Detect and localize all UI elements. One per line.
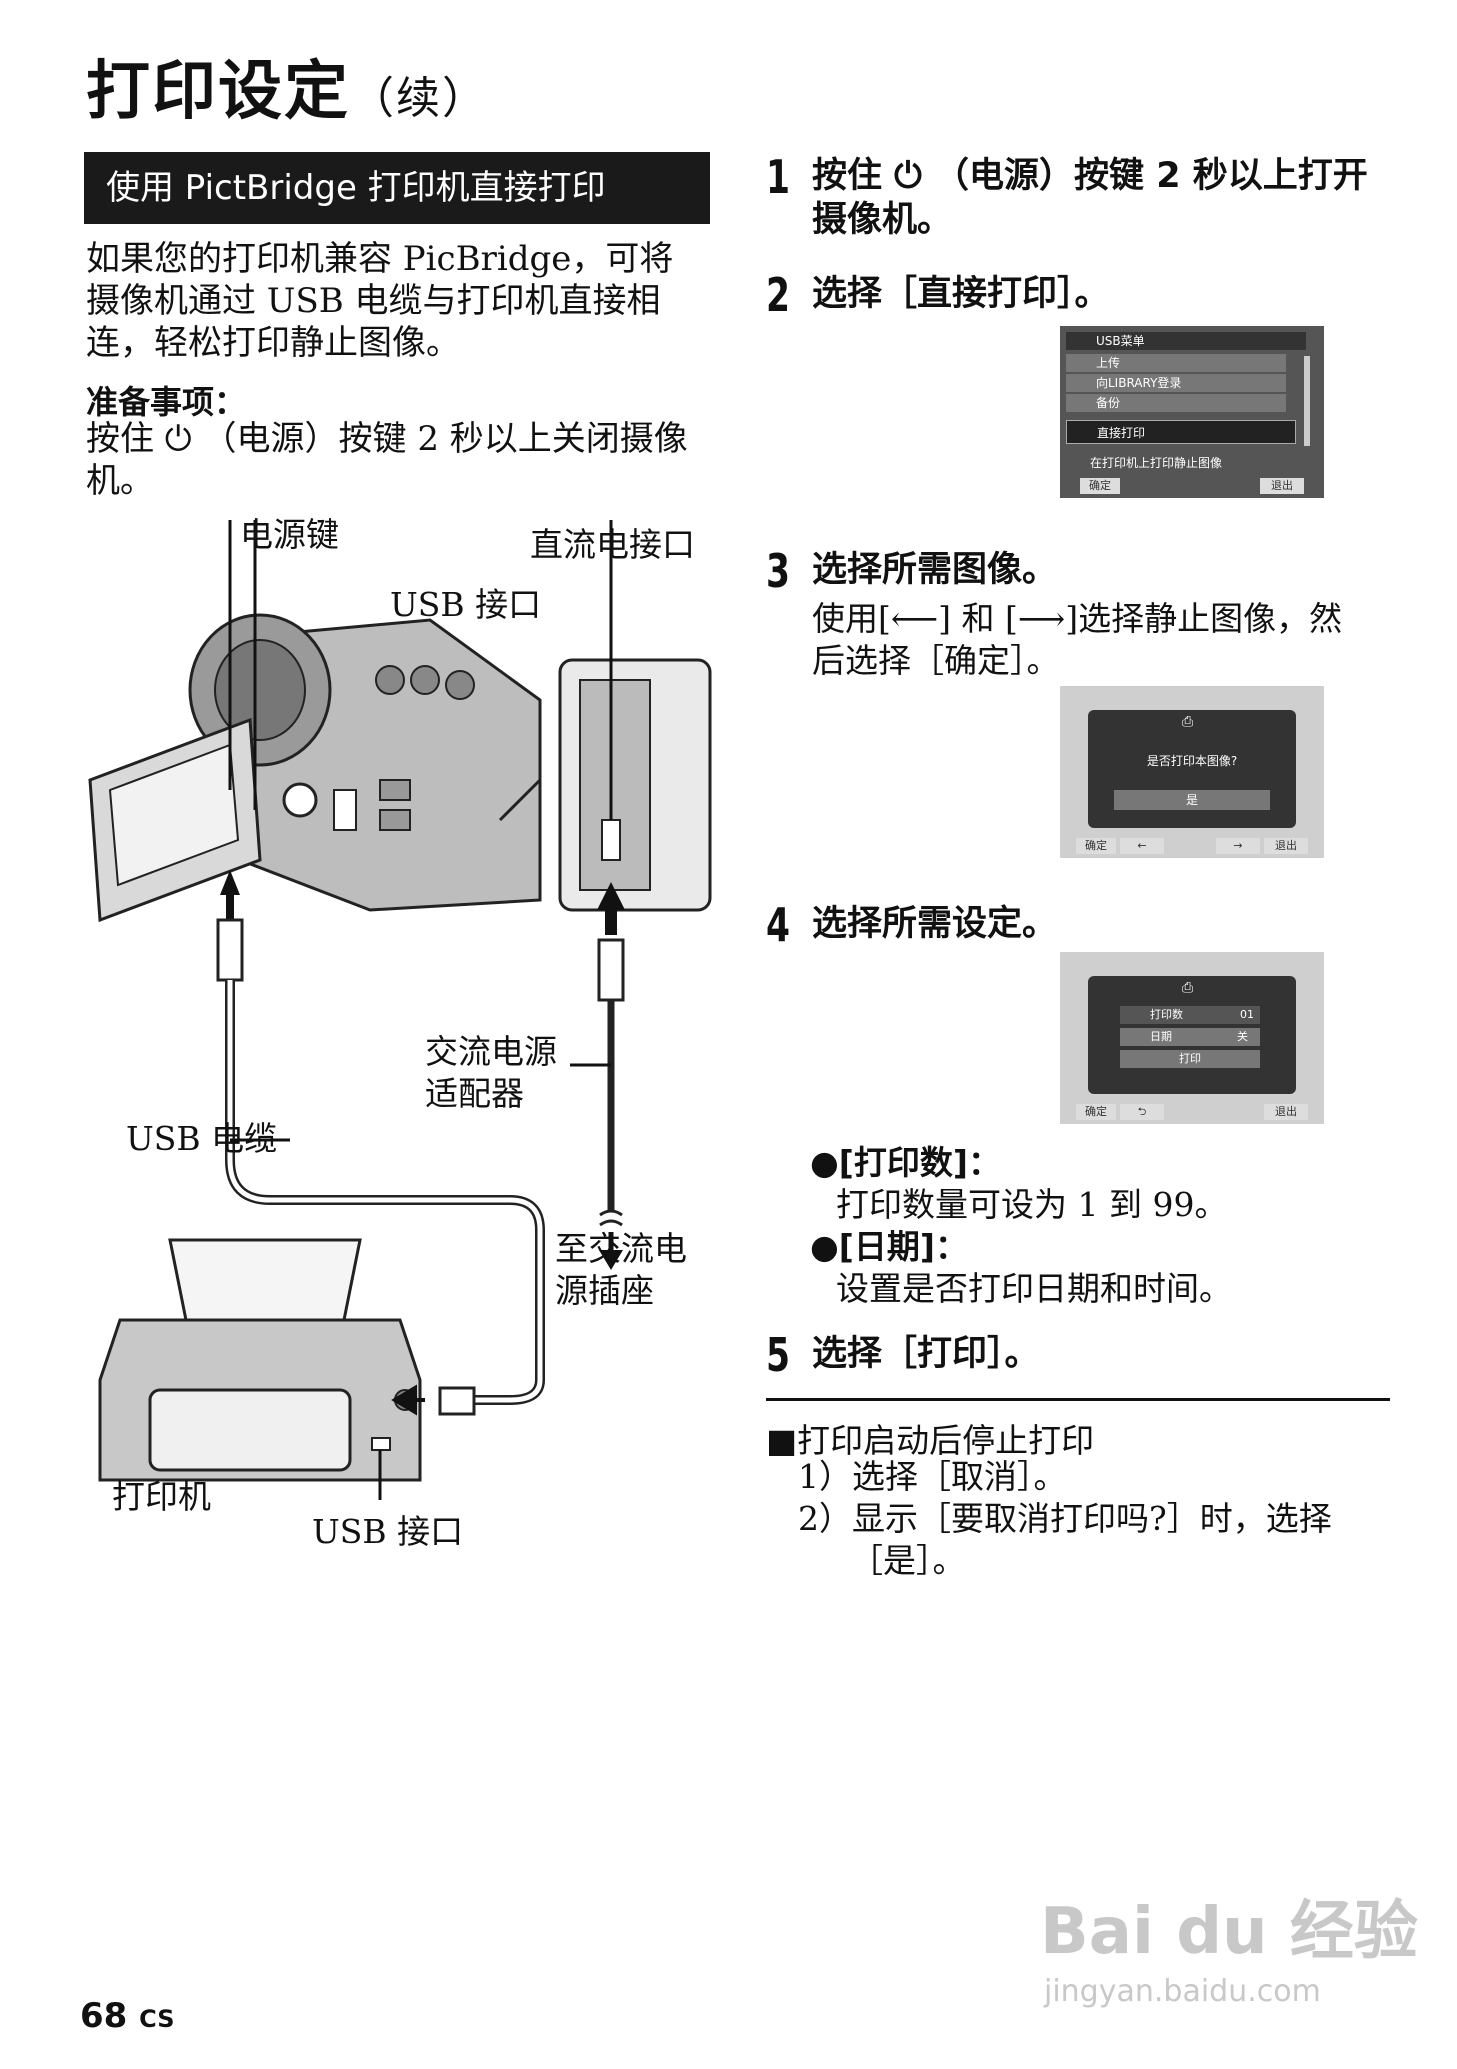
page-title: 打印设定（续） bbox=[86, 55, 488, 129]
yes-button[interactable]: 是 bbox=[1114, 790, 1270, 810]
bullet-date-body: 设置是否打印日期和时间。 bbox=[836, 1269, 1232, 1308]
menu-item-backup[interactable]: 备份 bbox=[1066, 394, 1286, 412]
step-3-desc: 使用[⟵] 和 [⟶]选择静止图像，然后选择［确定］。 bbox=[812, 599, 1343, 680]
label-power-key: 电源键 bbox=[240, 515, 339, 554]
label-outlet-2: 源插座 bbox=[555, 1271, 654, 1310]
print-icon: ⎙ bbox=[1182, 980, 1194, 996]
confirm-image-screen: ⎙ 是否打印本图像? 是 确定 ← → 退出 bbox=[1060, 686, 1324, 858]
usb-menu-screen: USB菜单 上传 向LIBRARY登录 备份 直接打印 在打印机上打印静止图像 … bbox=[1060, 326, 1324, 498]
print-button[interactable]: 打印 bbox=[1120, 1050, 1260, 1068]
step-5-text: 选择［打印］。 bbox=[812, 1334, 1040, 1374]
exit-button[interactable]: 退出 bbox=[1264, 838, 1308, 854]
label-usb-cable: USB 电缆 bbox=[126, 1119, 278, 1158]
step-2-text: 选择［直接打印］。 bbox=[812, 274, 1110, 314]
watermark-url: jingyan.baidu.com bbox=[1044, 1974, 1321, 2009]
dialog-panel: ⎙ 是否打印本图像? 是 bbox=[1088, 710, 1296, 828]
step-4-number: 4 bbox=[766, 898, 791, 952]
section-heading: 使用 PictBridge 打印机直接打印 bbox=[84, 152, 710, 224]
copies-value: 01 bbox=[1240, 1008, 1254, 1021]
menu-scrollbar[interactable] bbox=[1304, 356, 1310, 446]
printer-illustration bbox=[98, 1238, 425, 1500]
left-arrow-button[interactable]: ← bbox=[1120, 838, 1164, 854]
bullet-copies-title: ●[打印数]： bbox=[810, 1143, 1001, 1182]
confirm-question: 是否打印本图像? bbox=[1146, 754, 1238, 768]
bullet-copies-body: 打印数量可设为 1 到 99。 bbox=[836, 1185, 1228, 1224]
stop-item-1: 1）选择［取消］。 bbox=[798, 1457, 1067, 1496]
step-1-number: 1 bbox=[766, 150, 791, 204]
stop-item-2: 2）显示［要取消打印吗?］时，选择 bbox=[798, 1499, 1332, 1538]
menu-item-upload[interactable]: 上传 bbox=[1066, 354, 1286, 372]
menu-item-direct-print[interactable]: 直接打印 bbox=[1066, 420, 1296, 444]
label-usb-port-bottom: USB 接口 bbox=[312, 1512, 464, 1551]
connection-diagram bbox=[88, 520, 712, 1500]
date-value: 关 bbox=[1237, 1030, 1248, 1043]
usb-cable bbox=[216, 918, 545, 1416]
ac-adapter-cable bbox=[570, 938, 625, 1270]
divider bbox=[766, 1398, 1390, 1401]
step-5-number: 5 bbox=[766, 1328, 791, 1382]
date-row[interactable]: 日期 关 bbox=[1120, 1028, 1260, 1046]
copies-row[interactable]: 打印数 01 bbox=[1120, 1006, 1260, 1024]
step-1-text: 按住 ⏻ （电源）按键 2 秒以上打开摄像机。 bbox=[812, 156, 1368, 240]
step-3-text: 选择所需图像。 bbox=[812, 550, 1058, 590]
intro-paragraph: 如果您的打印机兼容 PicBridge，可将摄像机通过 USB 电缆与打印机直接… bbox=[86, 239, 674, 363]
menu-item-library[interactable]: 向LIBRARY登录 bbox=[1066, 374, 1286, 392]
bullet-date-title: ●[日期]： bbox=[810, 1227, 968, 1266]
prep-body: 按住 ⏻ （电源）按键 2 秒以上关闭摄像机。 bbox=[86, 419, 688, 501]
watermark-brand: Bai du 经验 bbox=[1040, 1895, 1418, 1969]
ok-button[interactable]: 确定 bbox=[1080, 478, 1120, 494]
step-2-number: 2 bbox=[766, 268, 791, 322]
label-dc-jack: 直流电接口 bbox=[530, 525, 695, 564]
stop-title: ■打印启动后停止打印 bbox=[766, 1421, 1095, 1460]
ok-button[interactable]: 确定 bbox=[1076, 1104, 1116, 1120]
print-settings-screen: ⎙ 打印数 01 日期 关 打印 确定 ⮌ 退出 bbox=[1060, 952, 1324, 1124]
label-ac-adapter-2: 适配器 bbox=[425, 1074, 524, 1113]
print-icon: ⎙ bbox=[1182, 714, 1194, 730]
label-ac-adapter-1: 交流电源 bbox=[425, 1032, 557, 1071]
prep-title: 准备事项： bbox=[86, 383, 247, 421]
exit-button[interactable]: 退出 bbox=[1264, 1104, 1308, 1120]
usb-menu-header: USB菜单 bbox=[1066, 332, 1306, 350]
exit-button[interactable]: 退出 bbox=[1260, 478, 1304, 494]
camcorder-illustration bbox=[88, 613, 542, 923]
ok-button[interactable]: 确定 bbox=[1076, 838, 1116, 854]
settings-panel: ⎙ 打印数 01 日期 关 打印 bbox=[1088, 976, 1296, 1094]
back-button[interactable]: ⮌ bbox=[1120, 1104, 1164, 1120]
page-number: 68 CS bbox=[80, 1996, 175, 2036]
step-4-text: 选择所需设定。 bbox=[812, 904, 1058, 944]
stop-item-2-cont: ［是］。 bbox=[850, 1541, 966, 1580]
step-3-number: 3 bbox=[766, 544, 791, 598]
label-usb-port-top: USB 接口 bbox=[390, 585, 542, 624]
dc-jack-inset bbox=[498, 658, 712, 912]
right-arrow-button[interactable]: → bbox=[1216, 838, 1260, 854]
label-printer: 打印机 bbox=[112, 1477, 211, 1516]
usb-menu-hint: 在打印机上打印静止图像 bbox=[1090, 456, 1223, 470]
label-outlet-1: 至交流电 bbox=[555, 1229, 687, 1268]
